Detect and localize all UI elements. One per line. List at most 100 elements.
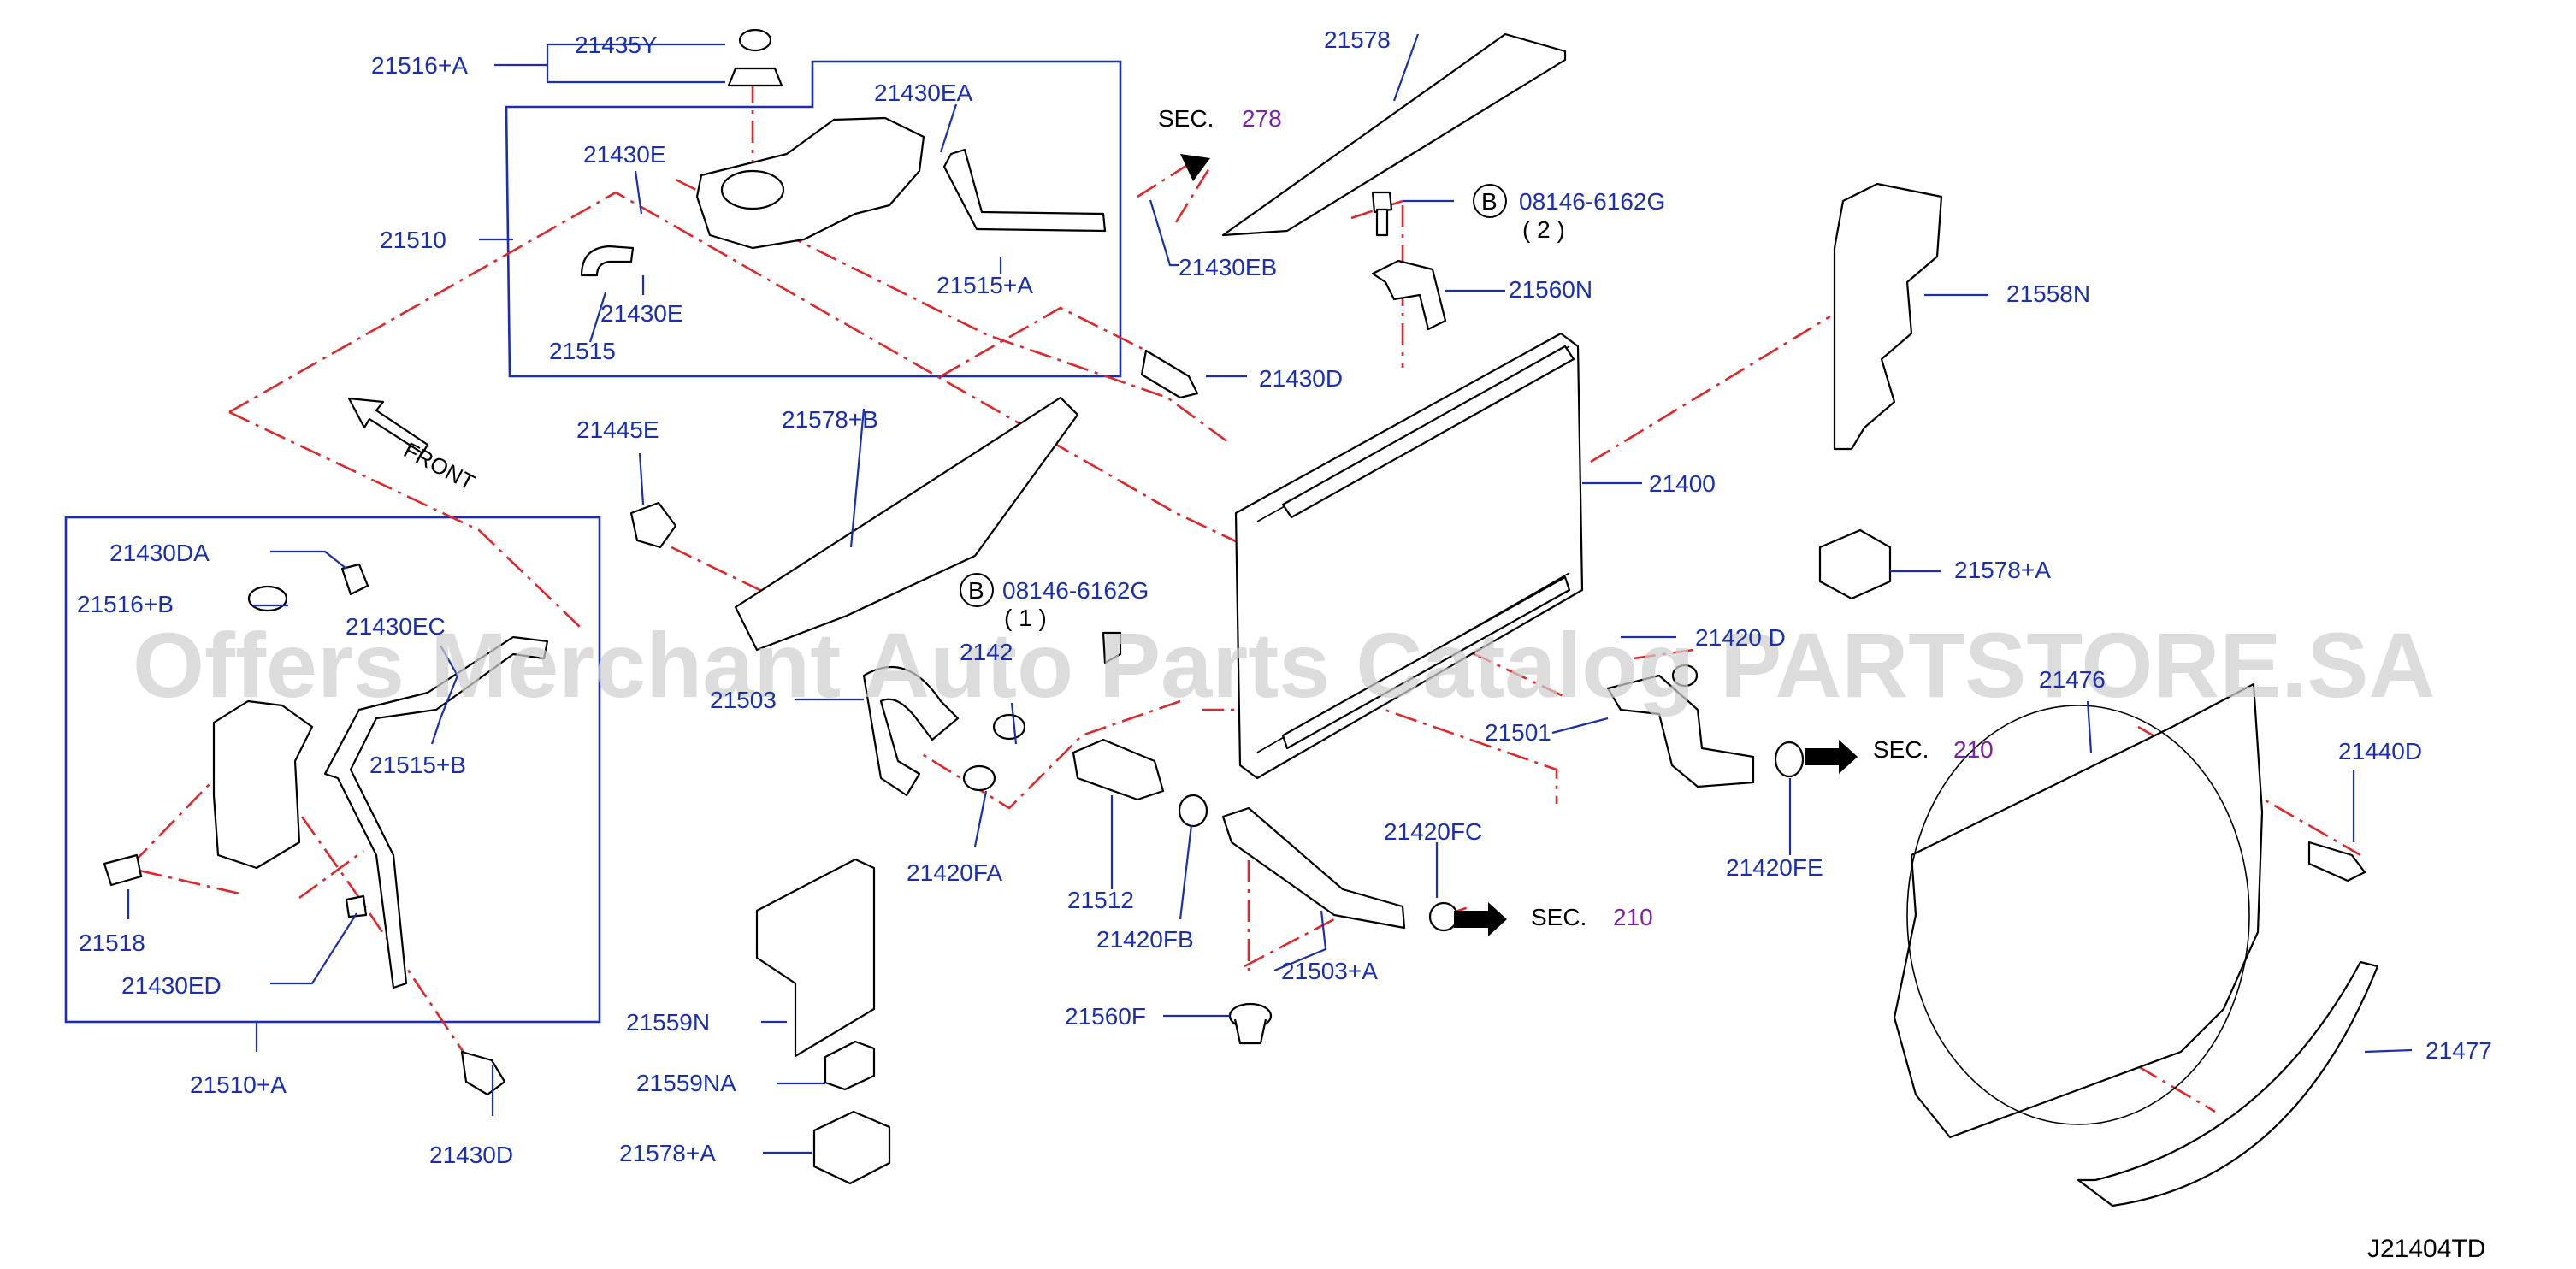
front-arrow-icon: FRONT [347, 397, 479, 496]
part-label-21430DA[interactable]: 21430DA [109, 540, 210, 566]
front-label: FRONT [399, 437, 479, 496]
part-label-21515[interactable]: 21515 [549, 338, 616, 364]
part-label-21560N[interactable]: 21560N [1509, 276, 1592, 303]
bolt-spec-quantity: ( 2 ) [1522, 216, 1565, 243]
part-label-21503[interactable]: 21503 [710, 687, 777, 713]
section-prefix: SEC. [1873, 736, 1929, 763]
bolt-spec-badge: B [968, 577, 984, 604]
upper-hose-21501 [1606, 674, 1755, 788]
bolt-icon [1371, 191, 1393, 237]
side-panel-21558N [1833, 182, 1943, 451]
section-number: 210 [1613, 904, 1653, 930]
part-label-21515B[interactable]: 21515+B [369, 752, 466, 778]
part-label-21515A[interactable]: 21515+A [936, 272, 1033, 298]
part-label-21558N[interactable]: 21558N [2006, 280, 2090, 307]
part-label-21578B[interactable]: 21578+B [782, 406, 878, 433]
radiator-cap [738, 28, 772, 52]
reservoir-tank-upper [695, 116, 925, 250]
part-label-21516A[interactable]: 21516+A [371, 52, 468, 79]
reservoir-group-box-lower [64, 516, 601, 1024]
part-label-21503A[interactable]: 21503+A [1281, 958, 1378, 984]
part-label-21420FA[interactable]: 21420FA [907, 859, 1002, 886]
reservoir-cap-21516B [247, 585, 288, 612]
part-label-21430EA[interactable]: 21430EA [874, 80, 973, 106]
lower-hose-21503A [1221, 806, 1406, 930]
bolt-spec-quantity: ( 1 ) [1004, 605, 1047, 631]
part-label-21477[interactable]: 21477 [2425, 1037, 2492, 1064]
clamp-icon [1428, 901, 1459, 932]
bolt-spec-part-number: 08146-6162G [1002, 577, 1149, 604]
part-label-21559N[interactable]: 21559N [626, 1009, 710, 1036]
part-label-21420FC[interactable]: 21420FC [1384, 818, 1482, 845]
watermark: Offers Merchant Auto Parts Catalog PARTS… [133, 613, 2435, 717]
lower-shroud-21477 [2077, 960, 2379, 1207]
part-label-21420D[interactable]: 21420 D [1695, 624, 1786, 651]
radiator-core [1234, 332, 1584, 780]
bolt-icon [2307, 841, 2366, 882]
part-label-21445E[interactable]: 21445E [576, 416, 659, 443]
part-label-21516B[interactable]: 21516+B [77, 591, 174, 617]
section-arrow-icon [1805, 740, 1858, 774]
part-label-21430D-lower[interactable]: 21430D [429, 1142, 513, 1168]
section-number: 278 [1242, 105, 1282, 132]
bracket-21518 [103, 853, 143, 887]
part-label-21420-partial[interactable]: 2142 [960, 639, 1013, 665]
leader-lines [127, 33, 2413, 1154]
part-label-21518[interactable]: 21518 [79, 930, 145, 956]
part-label-21420FE[interactable]: 21420FE [1726, 854, 1823, 881]
cap-seat [727, 67, 783, 87]
mount-bracket-21560N [1371, 259, 1447, 331]
part-label-21435Y[interactable]: 21435Y [575, 32, 658, 58]
lower-hose-21503 [862, 665, 960, 797]
pad-21578A-left [812, 1110, 891, 1185]
section-prefix: SEC. [1531, 904, 1586, 930]
part-label-21578[interactable]: 21578 [1324, 27, 1391, 53]
bolt-icon [340, 563, 369, 596]
part-label-21430EC[interactable]: 21430EC [346, 613, 446, 640]
clamp-icon [1774, 741, 1805, 778]
fan-shroud-21476 [1893, 682, 2264, 1139]
bolt-icon [1140, 349, 1199, 399]
reservoir-filler-neck [720, 169, 785, 210]
bolt-icon [460, 1050, 506, 1096]
clip-21430ED [345, 894, 368, 918]
section-number: 210 [1953, 736, 1994, 763]
clamp-icon [1671, 664, 1699, 688]
section-ref-210-bottom[interactable]: SEC. 210 [1531, 904, 1653, 930]
bolt-spec-badge: B [1481, 188, 1498, 215]
part-label-21400[interactable]: 21400 [1649, 470, 1716, 497]
bolt-spec-part-number: 08146-6162G [1519, 188, 1665, 215]
part-label-21430EB[interactable]: 21430EB [1179, 254, 1277, 280]
part-label-21420FB[interactable]: 21420FB [1096, 926, 1194, 953]
drain-plug [1228, 1002, 1273, 1045]
lower-seal-21578B [734, 396, 1079, 652]
part-label-21430ED[interactable]: 21430ED [121, 972, 222, 999]
part-label-21430D-upper[interactable]: 21430D [1259, 365, 1343, 392]
clip-21445E [629, 501, 677, 549]
part-label-21501[interactable]: 21501 [1485, 719, 1551, 746]
reservoir-tank-lower [212, 699, 314, 870]
part-label-21578A-left[interactable]: 21578+A [619, 1140, 716, 1166]
part-label-21430E-lower[interactable]: 21430E [600, 300, 683, 327]
water-pipe-21512 [1072, 738, 1165, 801]
part-label-21510[interactable]: 21510 [380, 227, 446, 253]
part-label-21559NA[interactable]: 21559NA [636, 1070, 736, 1096]
part-label-21440D[interactable]: 21440D [2338, 738, 2422, 764]
short-hose [580, 245, 635, 277]
part-label-21578A-right[interactable]: 21578+A [1954, 557, 2051, 583]
part-label-21430E-upper[interactable]: 21430E [583, 141, 666, 168]
part-label-21476[interactable]: 21476 [2039, 666, 2106, 693]
bolt-spec-callout-1[interactable]: B 08146-6162G ( 1 ) [960, 573, 1149, 631]
part-label-21512[interactable]: 21512 [1067, 887, 1134, 913]
section-arrow-icon [1454, 902, 1507, 936]
section-arrow-icon [1137, 154, 1210, 198]
part-label-21510A[interactable]: 21510+A [190, 1071, 287, 1098]
panel-21559N [755, 858, 876, 1058]
section-ref-210-right[interactable]: SEC. 210 [1873, 736, 1994, 763]
clamp-icon [962, 764, 996, 792]
bolt-spec-callout-2[interactable]: B 08146-6162G ( 2 ) [1473, 184, 1665, 243]
part-label-21560F[interactable]: 21560F [1065, 1003, 1146, 1030]
section-ref-278[interactable]: SEC. 278 [1158, 105, 1282, 132]
reservoir-group-box-upper [505, 60, 1122, 378]
clamp-icon [992, 713, 1026, 741]
